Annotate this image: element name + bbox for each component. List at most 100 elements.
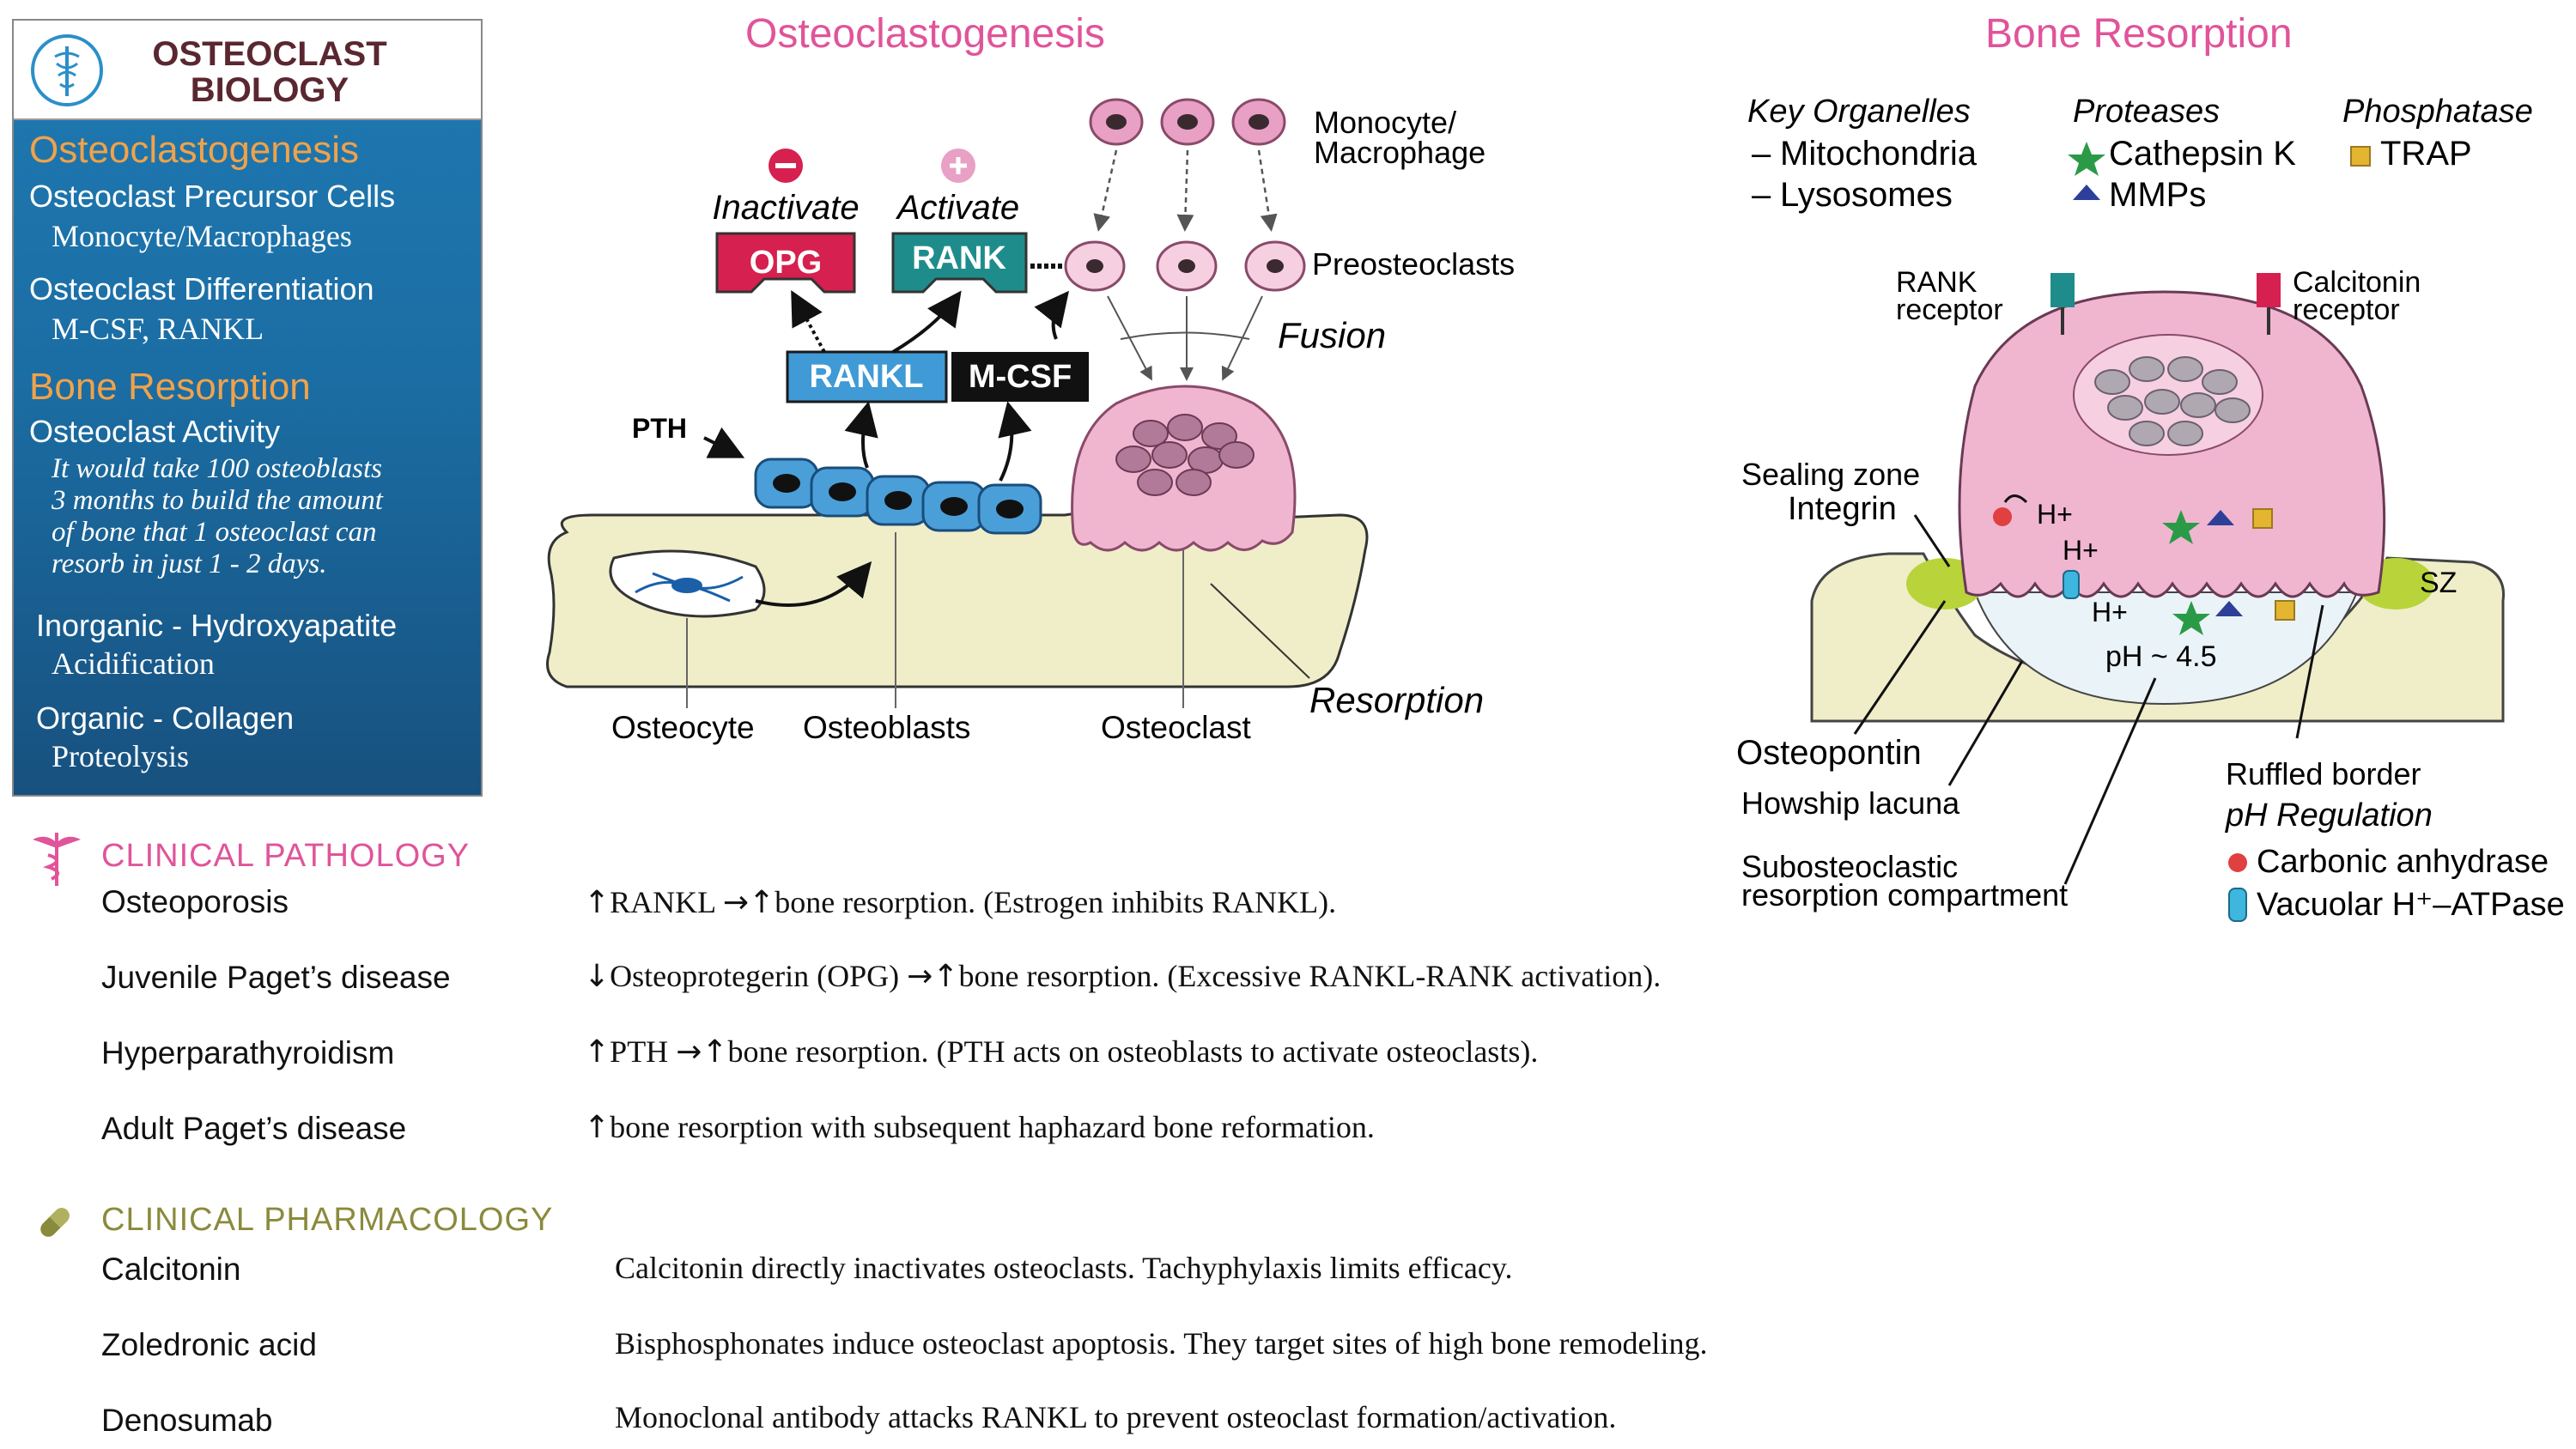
sealing-zone-label: Sealing zone [1741,457,1920,492]
sz-label: SZ [2420,567,2457,599]
clinical-pharmacology-heading: CLINICAL PHARMACOLOGY [101,1202,554,1238]
proteases-label: Proteases [2073,94,2220,130]
pathology-desc: ↑PTH →↑bone resorption. (PTH acts on ost… [584,1034,1538,1070]
panel-precursor-value: Monocyte/Macrophages [52,219,352,253]
osteoclastogenesis-diagram: PTH RANKL M-CSF Inactivate Activate OPG … [546,98,1515,745]
panel-precursor-label: Osteoclast Precursor Cells [29,179,396,214]
panel-activity-note-2: 3 months to build the amount [52,485,383,516]
monocyte-label-1: Monocyte/ [1314,105,1456,140]
fusion-label: Fusion [1278,315,1386,355]
h-plus-2: H+ [2063,535,2099,566]
monocyte-cells [1089,98,1286,146]
carbonic-anhydrase-icon [1993,507,2012,526]
pathology-text: RANKL [610,885,723,919]
clinical-pathology-heading: CLINICAL PATHOLOGY [101,838,471,874]
pathology-desc: ↑RANKL →↑bone resorption. (Estrogen inhi… [584,884,1336,920]
activate-label: Activate [896,189,1019,227]
pathology-row: Adult Paget’s disease [101,1111,406,1147]
circle-icon [2228,853,2247,872]
mcsf-to-preosteoclast-arrow [1034,290,1069,340]
panel-organic-value: Proteolysis [52,739,190,773]
drug-desc: Bisphosphonates induce osteoclast apopto… [615,1326,1708,1361]
right-arrow-icon: → [907,959,933,994]
subosteoclastic-label-2: resorption compartment [1741,877,2068,912]
rankl-label: RANKL [810,359,924,395]
panel-title: OSTEOCLAST BIOLOGY [115,36,424,108]
inactivate-label: Inactivate [712,189,859,227]
pathology-desc: ↓Osteoprotegerin (OPG) →↑bone resorption… [584,958,1661,994]
drug-label: Denosumab [101,1403,273,1438]
osteoclastogenesis-title: Osteoclastogenesis [745,11,1105,57]
calcitonin-receptor-icon [2257,273,2281,307]
rank-box [891,232,1028,294]
rankl-to-rank-arrow [891,290,962,354]
down-arrow-icon: ↓ [584,959,611,994]
right-arrow-icon: → [676,1034,702,1070]
caduceus-icon [33,833,81,886]
rank-receptor-icon [2050,273,2075,307]
rank-label: RANK [912,240,1006,276]
pathology-text: Osteoprotegerin (OPG) [610,959,908,993]
pathology-label: Hyperparathyroidism [101,1035,395,1070]
mcsf-box [951,352,1089,402]
osteoclast-biology-panel: OSTEOCLAST BIOLOGY Osteoclastogenesis Os… [12,19,483,797]
cylinder-icon [2228,888,2247,922]
calcitonin-receptor-label-2: receptor [2293,294,2400,326]
phosphatase-label: Phosphatase [2342,94,2533,130]
carbonic-anhydrase-label: Carbonic anhydrase [2257,844,2549,880]
pathology-row: Juvenile Paget’s disease [101,960,451,996]
ph-label: pH ~ 4.5 [2105,640,2216,673]
pathology-text: bone resorption. (Excessive RANKL-RANK a… [958,959,1662,993]
up-arrow-icon: ↑ [584,1034,611,1070]
svg-text:–: – [1752,176,1771,214]
rank-receptor-label-2: receptor [1896,294,2003,326]
resorbing-nuclei [2094,356,2251,446]
panel-inorganic-label: Inorganic - Hydroxyapatite [36,608,398,643]
bone-resorption-diagram: Key Organelles – Mitochondria – Lysosome… [1736,94,2565,923]
svg-text:–: – [1752,135,1771,173]
osteocyte-label: Osteocyte [611,710,755,745]
pathology-text: bone resorption. (Estrogen inhibits RANK… [775,885,1337,919]
howship-label: Howship lacuna [1741,785,1960,821]
key-organelles-label: Key Organelles [1747,94,1971,130]
howship-lacuna [1973,591,2359,706]
osteoclast-cell [1071,385,1297,552]
panel-osteoclastogenesis-heading: Osteoclastogenesis [29,129,359,171]
mmps-label: MMPs [2109,176,2206,214]
panel-title-line1: OSTEOCLAST [152,35,387,73]
up-arrow-icon: ↑ [584,885,611,920]
osteoblast-cells [754,458,1042,535]
trap-label: TRAP [2380,135,2472,173]
pathology-label: Juvenile Paget’s disease [101,960,451,995]
up-arrow-icon: ↑ [933,959,959,994]
triangle-icon [2073,185,2100,200]
pathology-row: Osteoporosis [101,884,289,920]
panel-activity-note-4: resorb in just 1 - 2 days. [52,549,327,579]
pathology-text: bone resorption with subsequent haphazar… [610,1110,1375,1144]
up-arrow-icon: ↑ [749,885,775,920]
panel-inorganic-value: Acidification [52,646,215,681]
pathology-row: Hyperparathyroidism [101,1035,394,1071]
rankl-to-opg-arrow [791,289,826,353]
ph-regulation-label: pH Regulation [2225,797,2433,834]
star-icon [2068,142,2105,176]
drug-desc: Monoclonal antibody attacks RANKL to pre… [615,1400,1617,1434]
drug-label: Calcitonin [101,1252,241,1287]
h-plus-3: H+ [2092,597,2128,627]
panel-resorption-heading: Bone Resorption [29,366,311,408]
pathology-desc: ↑bone resorption with subsequent haphaza… [584,1109,1375,1145]
h-plus-1: H+ [2037,499,2073,530]
bone-resorption-title: Bone Resorption [1985,11,2293,57]
cathepsin-label: Cathepsin K [2109,135,2296,173]
monocyte-label-2: Macrophage [1314,135,1485,170]
osteopontin-label: Osteopontin [1736,734,1922,772]
pathology-label: Osteoporosis [101,884,289,919]
osteoclast-nuclei [1115,414,1255,496]
right-arrow-icon: → [722,885,750,920]
resorption-label: Resorption [1309,680,1484,720]
rankl-box [786,350,948,403]
pth-arrow [703,427,745,458]
caduceus-icon [31,34,103,106]
panel-differentiation-value: M-CSF, RANKL [52,312,264,346]
integrin-label: Integrin [1788,491,1897,527]
